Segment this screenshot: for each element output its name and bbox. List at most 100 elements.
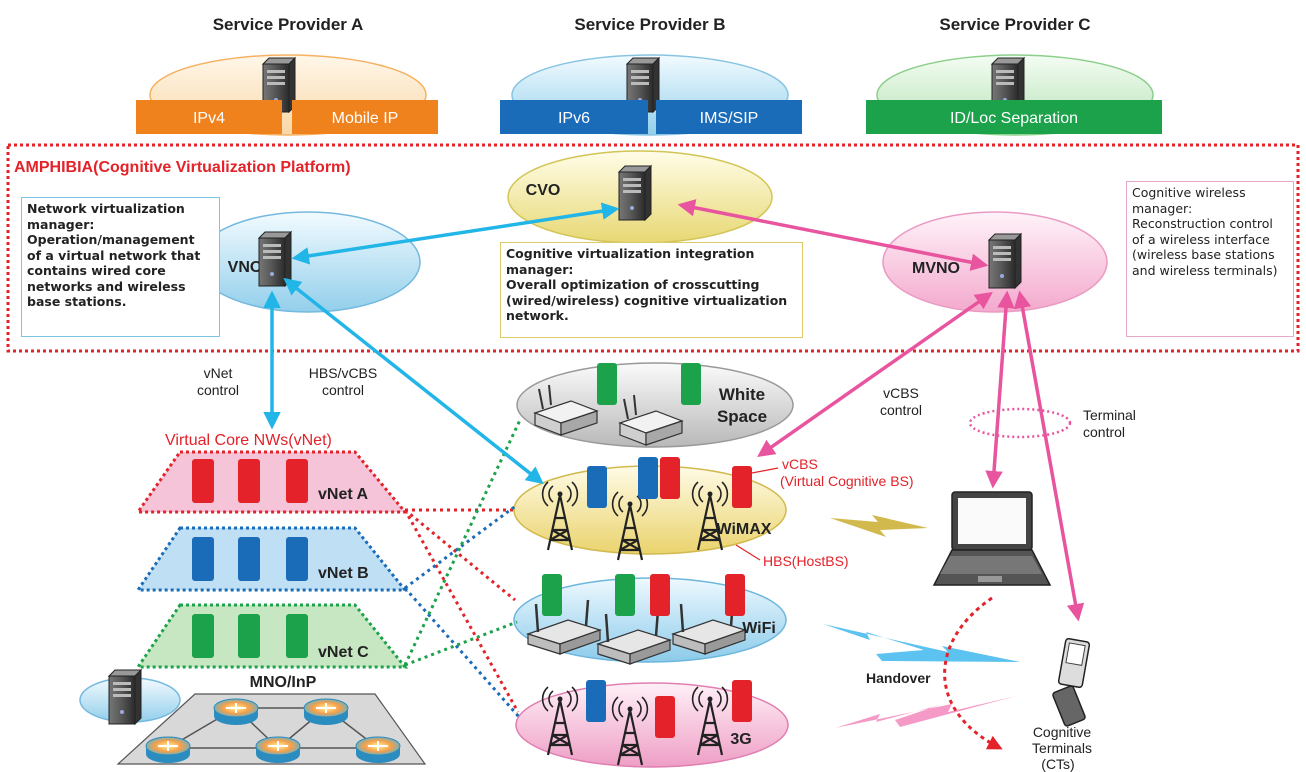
wifi-vcbs-green-2 — [615, 574, 635, 616]
vno-desc-line-2: manager: — [27, 216, 95, 232]
vcbs-control-label-2: control — [880, 402, 922, 418]
vnet-control-label-1: vNet — [204, 365, 233, 381]
3g-vcbs-red-2 — [732, 680, 752, 722]
whitespace-vcbs-green-2 — [681, 363, 701, 405]
vnet-b-node-3 — [286, 537, 308, 581]
phone-icon — [1052, 637, 1091, 727]
cvo-desc-line-4: (wired/wireless) cognitive virtualizatio… — [506, 292, 788, 308]
vnet-a-3g-link — [403, 509, 520, 713]
vno-cvo-arrow — [291, 202, 620, 265]
wimax-vcbs-red-2 — [732, 466, 752, 508]
handover-arrow — [943, 596, 1003, 750]
vno-server-icon — [258, 231, 292, 287]
hbs-vcbs-control-arrow — [283, 277, 544, 485]
provider-c-proto-box — [866, 100, 1162, 134]
vnet-a-wifi-link — [404, 508, 516, 602]
mno-label: MNO/InP — [250, 674, 317, 691]
mvno-desc-line-1: Cognitive wireless — [1132, 185, 1246, 200]
vcbs-control-label-1: vCBS — [883, 385, 919, 401]
whitespace-label-1: White — [719, 385, 765, 404]
cvo-desc-line-1: Cognitive virtualization integration — [506, 246, 755, 261]
wifi-label: WiFi — [742, 620, 776, 637]
cvo-server-icon — [618, 165, 652, 221]
mvno-label: MVNO — [912, 260, 960, 277]
vno-desc-line-6: networks and wireless — [27, 278, 186, 294]
vno-desc-line-1: Network virtualization — [27, 201, 185, 216]
vcbs-callout-line — [751, 467, 779, 474]
vnet-b-3g-link — [403, 587, 522, 719]
provider-c-protocol-id-loc: ID/Loc Separation — [950, 110, 1078, 127]
mno-router-icon-3 — [145, 736, 191, 764]
mvno-server-icon — [988, 233, 1022, 289]
cvo-label: CVO — [526, 182, 561, 199]
mvno-laptop-arrow — [985, 290, 1015, 489]
terminals-label-2: Terminals — [1032, 740, 1092, 756]
vnet-c-node-3 — [286, 614, 308, 658]
vnet-a-label: vNet A — [318, 486, 369, 503]
provider-b-proto-1-box — [500, 100, 648, 134]
vnet-b-label: vNet B — [318, 565, 369, 582]
hbs-vcbs-control-label-1: HBS/vCBS — [309, 365, 377, 381]
whitespace-vcbs-green-1 — [597, 363, 617, 405]
wifi-radio-link — [823, 624, 1020, 662]
3g-radio-link — [835, 695, 1020, 728]
vnet-b-node-2 — [238, 537, 260, 581]
terminal-control-label-2: control — [1083, 424, 1125, 440]
vnet-a-node-1 — [192, 459, 214, 503]
mvno-description-box: Cognitive wireless manager: Reconstructi… — [1126, 181, 1294, 337]
wimax-vcbs-blue-1 — [587, 466, 607, 508]
mno-plane — [116, 693, 427, 765]
vcbs-control-arrow — [757, 291, 993, 458]
provider-b-proto-2-box — [656, 100, 802, 134]
vnet-c-node-1 — [192, 614, 214, 658]
mvno-desc-line-5: (wireless base stations — [1132, 247, 1275, 262]
cvo-desc-line-5: network. — [506, 308, 569, 323]
provider-c-title: Service Provider C — [939, 15, 1090, 34]
vnet-control-label-2: control — [197, 382, 239, 398]
mvno-desc-line-2: manager: — [1132, 200, 1193, 216]
wimax-vcbs-red-1 — [660, 457, 680, 499]
mvno-desc-line-6: and wireless terminals) — [1132, 262, 1278, 278]
terminals-label-1: Cognitive — [1033, 724, 1092, 740]
terminal-control-ring — [968, 407, 1072, 439]
laptop-icon — [932, 491, 1052, 586]
cvo-description-box: Cognitive virtualization integration man… — [500, 242, 803, 338]
cvo-desc-line-2: manager: — [506, 261, 574, 277]
cvo-desc-line-3: Overall optimization of crosscutting — [506, 277, 760, 292]
provider-a-protocol-ipv4: IPv4 — [193, 110, 225, 127]
vnet-c-node-2 — [238, 614, 260, 658]
provider-b-protocol-ims-sip: IMS/SIP — [700, 110, 759, 127]
wimax-label: WiMAX — [717, 521, 772, 538]
mno-router-icon-2 — [303, 698, 349, 726]
provider-b-title: Service Provider B — [574, 15, 725, 34]
3g-vcbs-blue — [586, 680, 606, 722]
vnet-title: Virtual Core NWs(vNet) — [165, 432, 332, 449]
vno-description-box: Network virtualization manager: Operatio… — [21, 197, 220, 337]
wimax-radio-link — [830, 515, 928, 537]
handover-label: Handover — [866, 670, 931, 686]
vno-desc-line-4: of a virtual network that — [27, 247, 201, 263]
mvno-desc-line-4: of a wireless interface — [1132, 231, 1270, 247]
terminal-control-label-1: Terminal — [1083, 407, 1136, 423]
mvno-desc-line-3: Reconstruction control — [1132, 216, 1273, 231]
hbs-annotation: HBS(HostBS) — [763, 553, 849, 569]
vnet-b-wimax-link — [404, 503, 518, 590]
vnet-c-label: vNet C — [318, 644, 369, 661]
mno-router-icon-1 — [213, 698, 259, 726]
platform-title: AMPHIBIA(Cognitive Virtualization Platfo… — [14, 159, 351, 176]
vcbs-annotation-1: vCBS — [782, 456, 818, 472]
vno-desc-line-7: base stations. — [27, 294, 127, 309]
wifi-vcbs-red-2 — [725, 574, 745, 616]
wimax-vcbs-blue-2 — [638, 457, 658, 499]
whitespace-label-2: Space — [717, 407, 767, 426]
vnet-b-node-1 — [192, 537, 214, 581]
vno-desc-line-3: Operation/management — [27, 232, 195, 247]
vnet-a-layer — [135, 450, 409, 514]
mvno-phone-arrow — [1013, 290, 1085, 622]
provider-a-protocol-mobile-ip: Mobile IP — [332, 110, 399, 127]
terminals-label-3: (CTs) — [1041, 756, 1074, 772]
provider-a-title: Service Provider A — [213, 15, 364, 34]
mno-server-icon — [108, 669, 142, 725]
